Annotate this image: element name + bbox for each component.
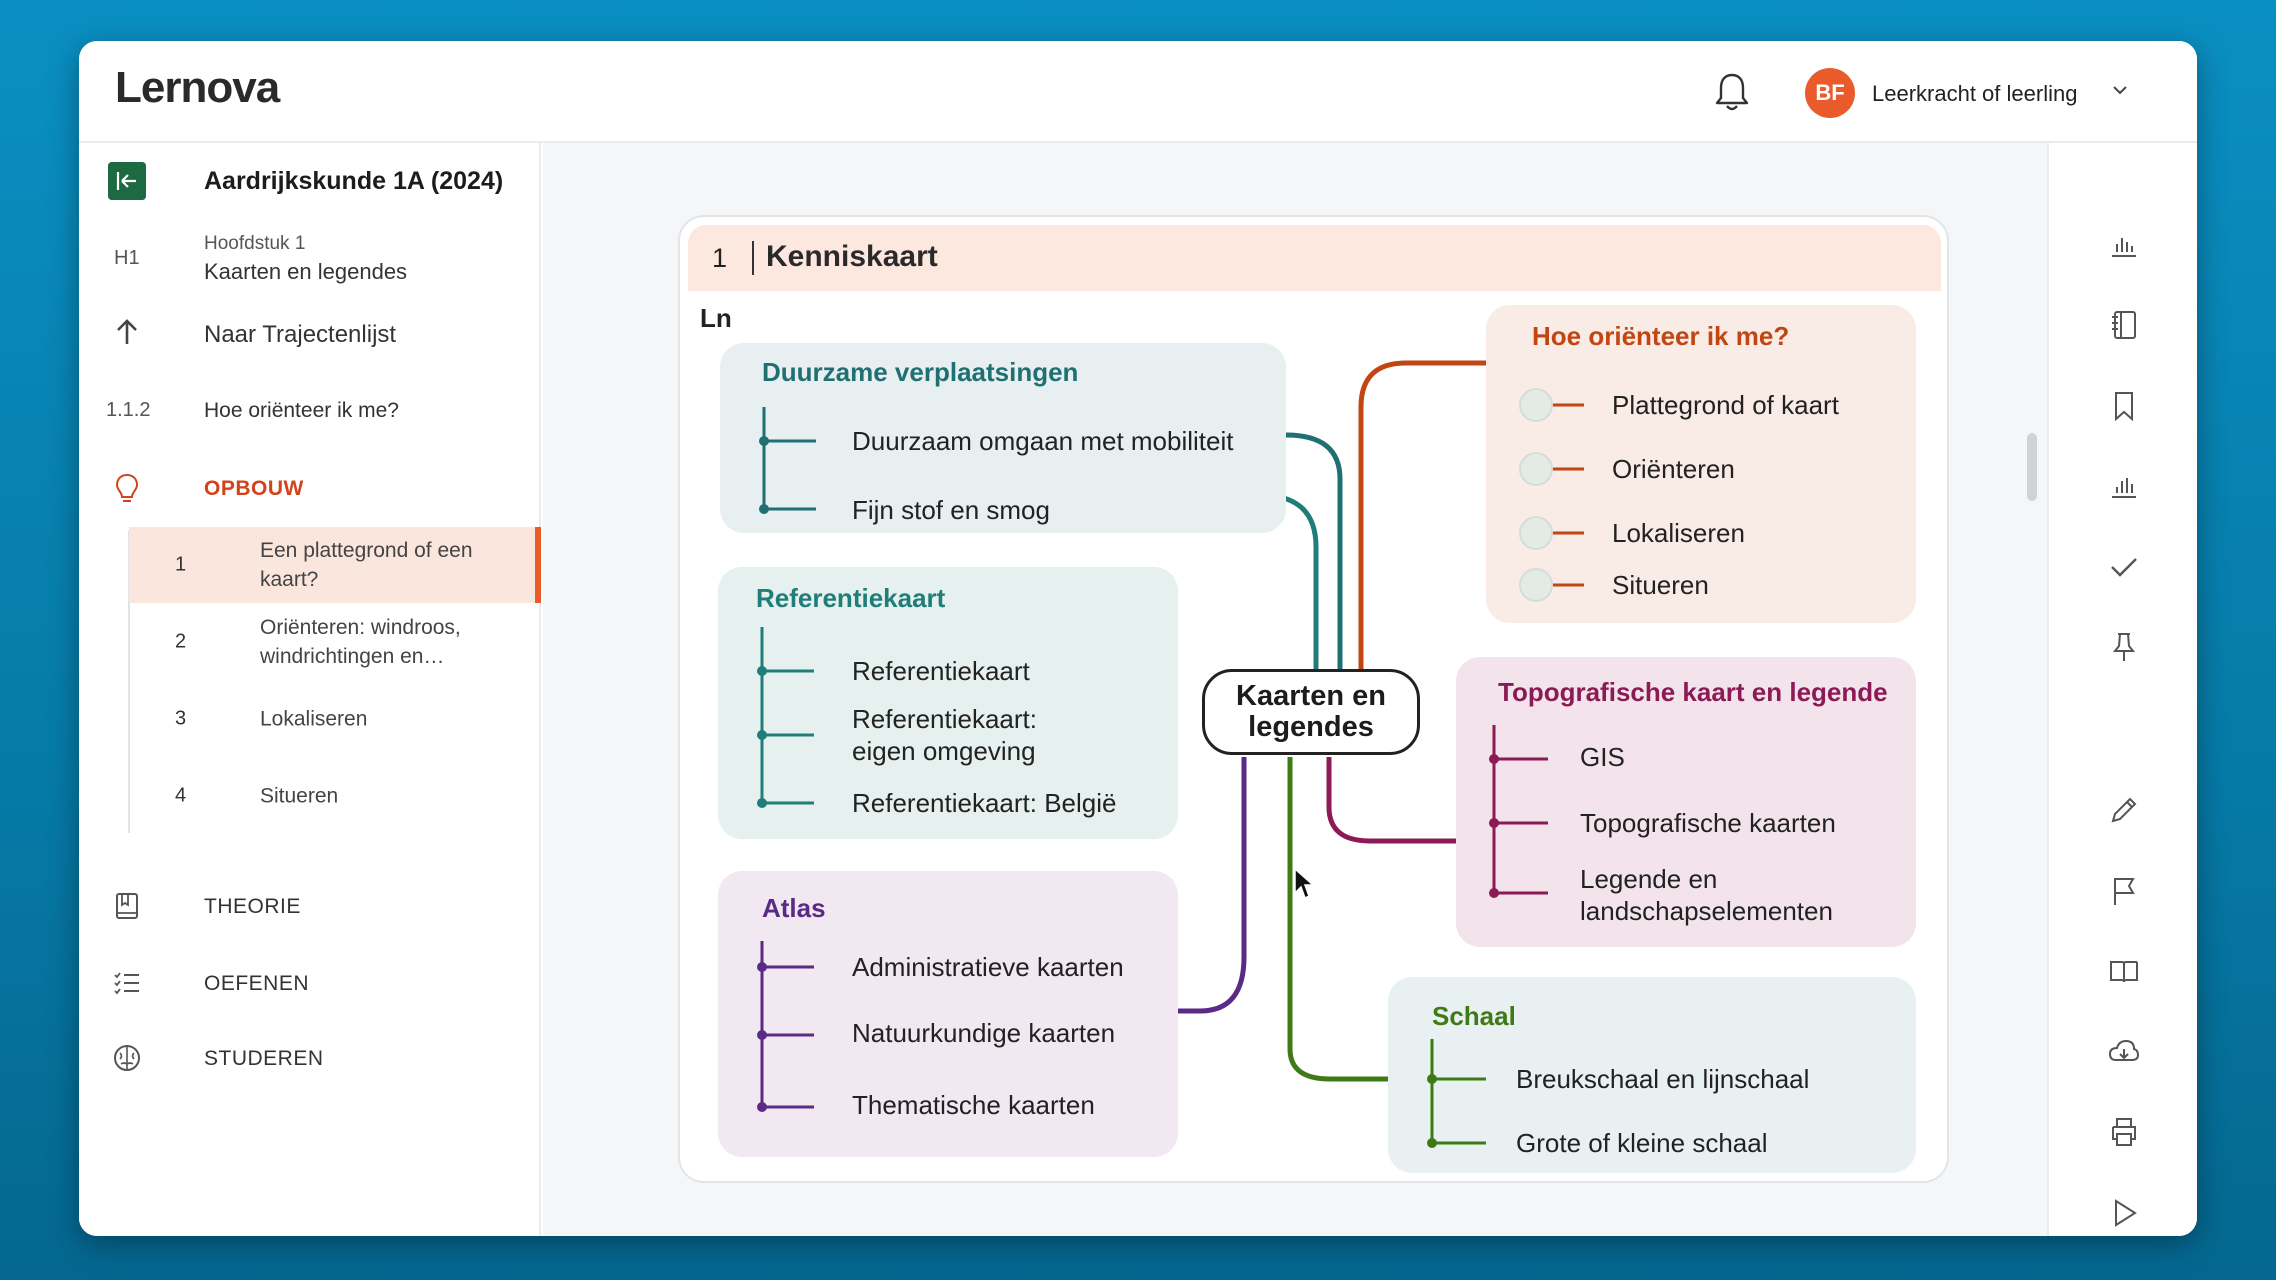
pin-icon[interactable] <box>2107 630 2141 664</box>
branch-item: Referentiekaart: eigen omgeving <box>852 704 1037 766</box>
branch-item: Oriënteren <box>1612 454 1735 484</box>
step-item-1[interactable]: 1 Een plattegrond of een kaart? <box>129 527 541 603</box>
course-title: Aardrijkskunde 1A (2024) <box>204 167 504 195</box>
book-icon[interactable] <box>112 891 142 921</box>
branch-item: Situeren <box>1612 570 1709 600</box>
print-icon[interactable] <box>2107 1115 2141 1149</box>
branch-duurzame: Duurzame verplaatsingen Duurzaam omgaan … <box>720 343 1286 533</box>
lernova-mark: Ln <box>700 303 732 333</box>
card-title: Kenniskaart <box>766 240 938 273</box>
step-item-2[interactable]: 2 Oriënteren: windroos, windrichtingen e… <box>129 604 541 680</box>
step-item-3[interactable]: 3 Lokaliseren <box>129 681 541 757</box>
flag-icon[interactable] <box>2107 874 2141 908</box>
branch-item: Administratieve kaarten <box>852 952 1124 982</box>
branch-atlas: Atlas Administratieve kaarten Natuurkund… <box>718 871 1178 1157</box>
branch-item: Plattegrond of kaart <box>1612 390 1839 420</box>
bar-chart-icon[interactable] <box>2107 228 2141 262</box>
bookmark-icon[interactable] <box>2107 389 2141 423</box>
section-name[interactable]: Hoe oriënteer ik me? <box>204 399 399 422</box>
left-sidebar: Aardrijkskunde 1A (2024) H1 Hoofdstuk 1 … <box>79 143 541 1236</box>
step-number: 4 <box>175 784 187 807</box>
open-book-icon[interactable] <box>2107 954 2141 988</box>
branch-title: Referentiekaart <box>756 583 946 613</box>
play-icon[interactable] <box>2107 1196 2141 1230</box>
chevron-down-icon[interactable] <box>2109 79 2131 101</box>
nav-theorie[interactable]: THEORIE <box>204 895 301 918</box>
notification-bell-icon[interactable] <box>1712 71 1752 113</box>
card-separator <box>752 241 754 275</box>
branch-title: Topografische kaart en legende <box>1498 677 1888 707</box>
back-to-traject-link[interactable]: Naar Trajectenlijst <box>204 321 397 348</box>
cloud-download-icon[interactable] <box>2107 1035 2141 1069</box>
chapter-subtitle: Hoofdstuk 1 <box>204 233 306 254</box>
branch-item: Natuurkundige kaarten <box>852 1018 1116 1048</box>
arrow-up-icon[interactable] <box>112 317 142 347</box>
branch-orienteer: Hoe oriënteer ik me? Plattegrond of kaar… <box>1486 305 1916 623</box>
branch-item: Breukschaal en lijnschaal <box>1516 1064 1810 1094</box>
steps-divider <box>128 531 130 833</box>
branch-item: Topografische kaarten <box>1580 808 1836 838</box>
main-content: 1 Kenniskaart Ln <box>543 143 2177 1236</box>
scrollbar-thumb[interactable] <box>2027 433 2037 501</box>
branch-title: Atlas <box>762 893 826 923</box>
mindmap-center-node: Kaarten en legendes <box>1202 669 1420 755</box>
checkmark-icon[interactable] <box>2107 550 2141 584</box>
avatar[interactable]: BF <box>1805 68 1855 118</box>
user-role-label[interactable]: Leerkracht of leerling <box>1872 81 2078 106</box>
branch-topografische: Topografische kaart en legende GIS Topog… <box>1456 657 1916 947</box>
branch-tree-lines <box>1427 1039 1486 1148</box>
branch-title: Duurzame verplaatsingen <box>762 357 1079 387</box>
branch-title: Schaal <box>1432 1001 1516 1031</box>
branch-item: Lokaliseren <box>1612 518 1745 548</box>
branch-tree-lines <box>757 941 814 1112</box>
branch-item: GIS <box>1580 742 1625 772</box>
logo[interactable]: Lernova <box>115 63 280 112</box>
nav-studeren[interactable]: STUDEREN <box>204 1047 324 1070</box>
branch-item: Referentiekaart: België <box>852 788 1117 818</box>
section-code: 1.1.2 <box>106 399 151 421</box>
branch-referentiekaart: Referentiekaart Referentiekaart Referent… <box>718 567 1178 839</box>
step-item-4[interactable]: 4 Situeren <box>129 758 541 834</box>
branch-tree-lines <box>1489 725 1548 898</box>
app-window: Lernova BF Leerkracht of leerling Aardri… <box>79 41 2197 1236</box>
branch-item: Thematische kaarten <box>852 1090 1095 1120</box>
branch-tree-lines <box>759 407 816 514</box>
notebook-icon[interactable] <box>2107 308 2141 342</box>
card-header: 1 Kenniskaart <box>688 225 1941 291</box>
brain-icon[interactable] <box>112 1043 142 1073</box>
checklist-icon[interactable] <box>112 968 142 998</box>
opbouw-heading[interactable]: OPBOUW <box>204 477 304 500</box>
pencil-icon[interactable] <box>2107 793 2141 827</box>
right-tool-rail <box>2047 143 2197 1236</box>
branch-item: Grote of kleine schaal <box>1516 1128 1768 1158</box>
branch-tree-lines <box>1519 388 1584 602</box>
step-label: Een plattegrond of een kaart? <box>260 539 473 591</box>
step-number: 1 <box>175 553 187 576</box>
nav-oefenen[interactable]: OEFENEN <box>204 972 310 995</box>
top-bar: Lernova BF Leerkracht of leerling <box>79 41 2197 143</box>
branch-tree-lines <box>757 627 814 808</box>
step-label: Situeren <box>260 784 339 808</box>
branch-item: Duurzaam omgaan met mobiliteit <box>852 426 1234 456</box>
collapse-sidebar-icon[interactable] <box>108 162 146 200</box>
step-label: Lokaliseren <box>260 707 368 731</box>
chapter-code: H1 <box>114 247 140 269</box>
branch-item: Referentiekaart <box>852 656 1030 686</box>
branch-schaal: Schaal Breukschaal en lijnschaal Grote o… <box>1388 977 1916 1173</box>
lightbulb-icon <box>115 473 139 502</box>
chapter-name: Kaarten en legendes <box>204 259 408 284</box>
mouse-cursor-icon <box>1294 867 1315 900</box>
card-number: 1 <box>712 243 728 273</box>
step-number: 3 <box>175 707 187 730</box>
kenniskaart-card: 1 Kenniskaart Ln <box>678 215 1949 1183</box>
stats-icon[interactable] <box>2107 469 2141 503</box>
branch-title: Hoe oriënteer ik me? <box>1532 321 1790 351</box>
branch-item: Fijn stof en smog <box>852 495 1050 525</box>
branch-item: Legende en landschapselementen <box>1580 864 1833 926</box>
step-label: Oriënteren: windroos, windrichtingen en… <box>260 616 461 668</box>
step-number: 2 <box>175 630 187 653</box>
